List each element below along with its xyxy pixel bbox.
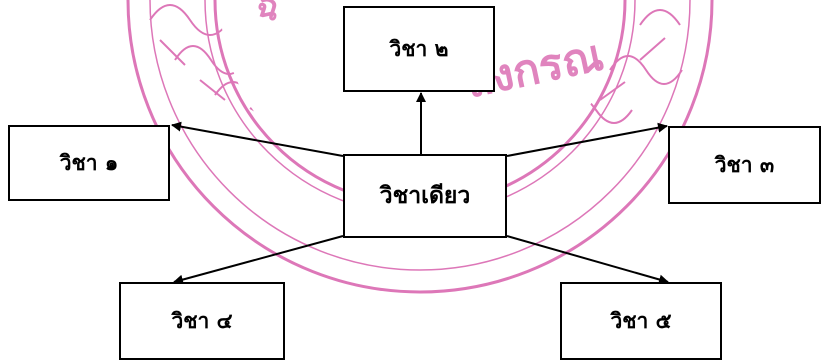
subject-5-box: วิชา ๕ (560, 282, 722, 360)
arrow-to-subject-3 (506, 122, 668, 157)
arrow-to-subject-5 (506, 235, 669, 285)
subject-4-label: วิชา ๔ (171, 308, 233, 333)
subject-3-label: วิชา ๓ (714, 152, 775, 177)
subject-2-label: วิชา ๒ (389, 36, 449, 61)
subject-3-box: วิชา ๓ (668, 126, 821, 204)
subject-5-label: วิชา ๕ (610, 308, 672, 333)
center-label: วิชาเดียว (379, 183, 471, 209)
subject-1-label: วิชา ๑ (59, 150, 119, 175)
arrow-to-subject-1 (171, 121, 344, 157)
subject-4-box: วิชา ๔ (119, 282, 285, 360)
center-box: วิชาเดียว (343, 154, 507, 238)
arrow-to-subject-4 (173, 235, 344, 285)
subject-1-box: วิชา ๑ (8, 125, 170, 201)
subject-2-box: วิชา ๒ (343, 6, 495, 92)
